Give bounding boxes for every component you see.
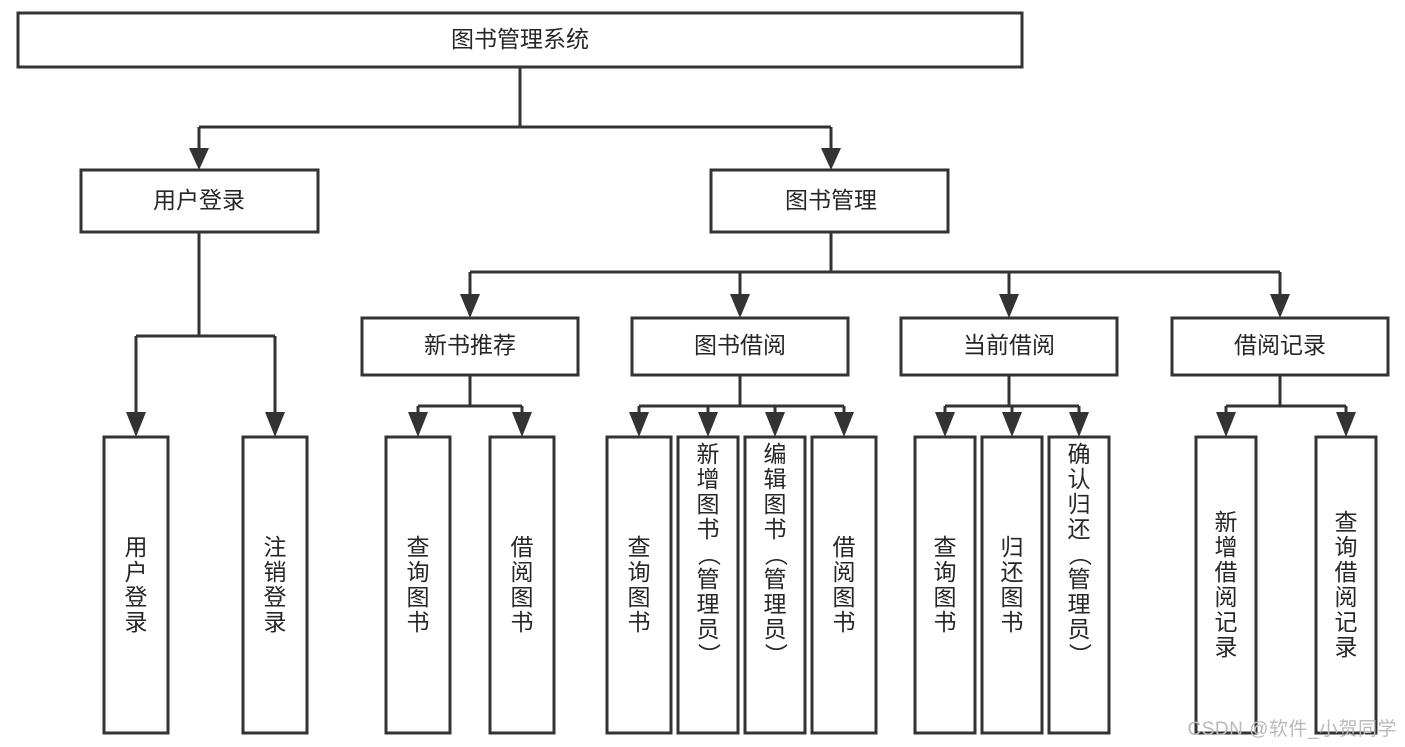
leaf-user-login-0[interactable] [102, 435, 170, 735]
arrow-head-leaf-bb-3 [765, 412, 785, 437]
arrow-head-leaf-nb-1 [408, 412, 428, 437]
node-borrow-record[interactable] [1170, 316, 1390, 377]
node-root[interactable] [16, 11, 1024, 69]
node-label-group: 图书管理系统 用户登录 图书管理 新书推荐 图书借阅 当前借阅 借阅记录 [153, 26, 1326, 358]
leaf-current-borrow-1[interactable] [980, 435, 1044, 735]
node-borrow-record-label: 借阅记录 [1234, 332, 1326, 358]
node-book-borrow[interactable] [630, 316, 850, 377]
arrow-head-leaf-cb-3 [1069, 412, 1089, 437]
leaf-book-borrow-2[interactable] [743, 435, 807, 735]
arrow-head-leaf-bb-1 [629, 412, 649, 437]
arrow-head-leaf-nb-2 [512, 412, 532, 437]
node-current-borrow-label: 当前借阅 [963, 332, 1055, 358]
arrow-head-bookborrow [730, 294, 750, 318]
arrow-head-bookmgmt [821, 148, 841, 170]
arrow-head-leaf-br-2 [1336, 412, 1356, 437]
node-root-label: 图书管理系统 [451, 26, 589, 52]
leaf-current-borrow-0[interactable] [913, 435, 977, 735]
arrow-head-borrowrecord [1270, 294, 1290, 318]
node-book-management[interactable] [709, 168, 950, 234]
leaf-book-borrow-3[interactable] [810, 435, 878, 735]
arrow-head-newbook [460, 294, 480, 318]
arrow-head-currentborrow [999, 294, 1019, 318]
arrow-head-userlogin [189, 148, 209, 170]
node-current-borrow[interactable] [899, 316, 1119, 377]
arrow-head-leaf-bb-2 [698, 412, 718, 437]
leaf-user-login-1[interactable] [241, 435, 309, 735]
node-book-management-label: 图书管理 [785, 187, 877, 213]
node-box-group [16, 11, 1390, 735]
leaf-new-book-1[interactable] [488, 435, 556, 735]
node-new-book-recommend-label: 新书推荐 [424, 332, 516, 358]
node-user-login[interactable] [79, 168, 320, 234]
leaf-current-borrow-2[interactable] [1047, 435, 1111, 735]
node-book-borrow-label: 图书借阅 [694, 332, 786, 358]
leaf-book-borrow-0[interactable] [605, 435, 673, 735]
node-user-login-label: 用户登录 [153, 187, 245, 213]
arrow-head-leaf-user-login [126, 412, 146, 437]
leaf-book-borrow-1[interactable] [676, 435, 740, 735]
leaf-new-book-0[interactable] [384, 435, 452, 735]
arrow-head-leaf-cb-2 [1002, 412, 1022, 437]
arrow-head-leaf-cb-1 [935, 412, 955, 437]
node-new-book-recommend[interactable] [360, 316, 580, 377]
arrow-head-leaf-br-1 [1216, 412, 1236, 437]
leaf-borrow-record-0[interactable] [1194, 435, 1258, 735]
connector-group [126, 67, 1356, 437]
leaf-borrow-record-1[interactable] [1314, 435, 1378, 735]
watermark-text: CSDN @软件_小贺同学 [1187, 719, 1397, 740]
arrow-head-leaf-logout [265, 412, 285, 437]
arrow-head-leaf-bb-4 [834, 412, 854, 437]
